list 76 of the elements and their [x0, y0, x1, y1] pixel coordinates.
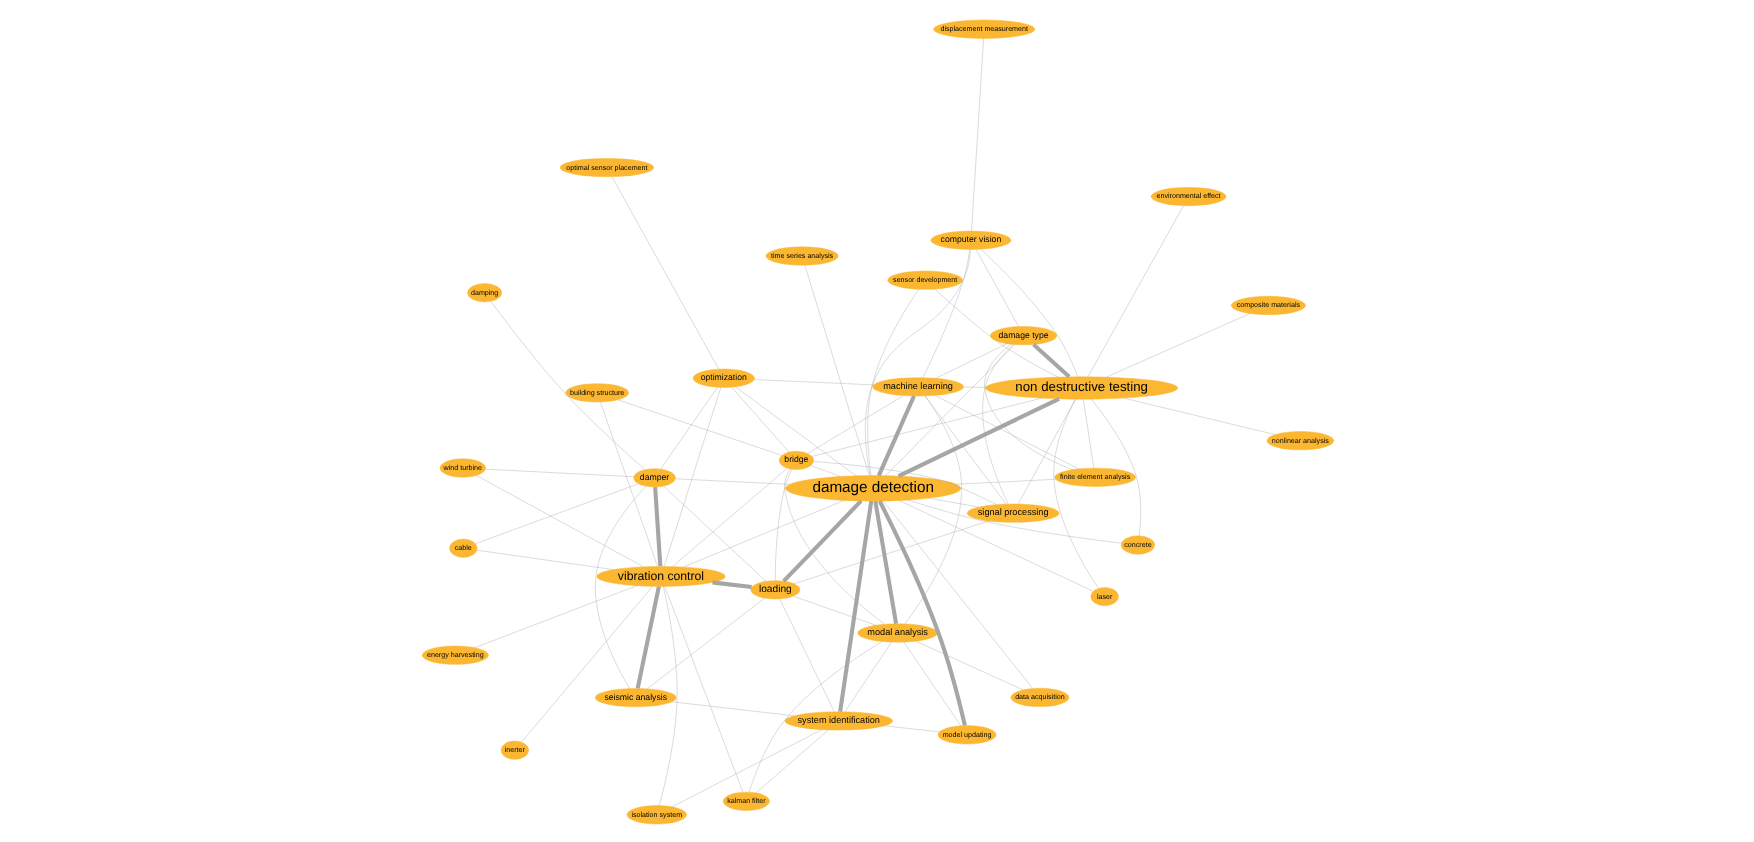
connector — [954, 478, 1055, 484]
connector — [473, 584, 636, 647]
connector — [783, 467, 884, 624]
connector — [1090, 397, 1140, 535]
connector — [616, 398, 781, 455]
connector — [645, 596, 764, 688]
connector — [730, 386, 789, 452]
connector — [659, 386, 717, 469]
connector — [1105, 312, 1250, 377]
connector — [792, 519, 989, 583]
connector — [981, 343, 1013, 504]
connector — [662, 485, 766, 581]
connector — [875, 394, 915, 476]
connector — [837, 499, 873, 711]
connector — [866, 288, 918, 475]
connector — [876, 499, 966, 725]
connector — [923, 394, 1006, 504]
connector — [520, 585, 652, 742]
connector — [1082, 398, 1093, 468]
connector — [1052, 398, 1098, 588]
connector — [489, 300, 645, 469]
connector — [812, 460, 996, 504]
connector — [921, 248, 969, 377]
node-ellipse: damage detection — [784, 474, 961, 501]
connector — [663, 585, 743, 792]
connector — [754, 728, 828, 793]
connector — [803, 264, 869, 475]
connector — [974, 248, 1018, 326]
connector — [652, 485, 662, 566]
connector — [753, 378, 873, 385]
connector — [475, 474, 643, 566]
connector — [903, 394, 961, 623]
connector — [970, 37, 983, 231]
connector — [902, 640, 961, 725]
connector — [475, 548, 613, 569]
connector — [883, 724, 939, 732]
connector — [658, 585, 677, 805]
connector — [781, 498, 862, 582]
connector — [864, 248, 970, 475]
connector — [484, 468, 634, 476]
connector — [682, 499, 844, 567]
connector — [774, 468, 791, 580]
connector — [1031, 342, 1070, 378]
connector — [474, 482, 638, 543]
connector — [674, 477, 790, 484]
connector — [983, 343, 1072, 469]
connector — [843, 640, 891, 711]
connector — [809, 464, 841, 476]
connector — [734, 385, 856, 476]
connector — [747, 640, 882, 792]
connector — [671, 467, 787, 566]
connector — [1016, 398, 1075, 504]
connector — [634, 585, 660, 688]
connector — [933, 394, 1078, 469]
connector — [934, 342, 1007, 378]
connector — [962, 385, 985, 387]
connector — [810, 397, 1041, 456]
connector — [663, 386, 721, 566]
connector — [882, 499, 1032, 688]
connector — [884, 343, 1014, 475]
connector — [711, 579, 751, 589]
connector — [979, 248, 1077, 376]
connector — [872, 499, 898, 624]
connector — [670, 700, 794, 715]
connector — [778, 597, 834, 711]
connector — [599, 400, 657, 566]
connector — [1122, 396, 1275, 434]
connector — [670, 728, 821, 807]
connector — [1086, 204, 1183, 376]
connector — [927, 496, 978, 507]
connector — [914, 640, 1023, 690]
connector — [806, 394, 903, 453]
connector — [610, 175, 718, 369]
connector — [792, 595, 875, 625]
connector — [896, 396, 1059, 477]
connector — [594, 485, 646, 688]
